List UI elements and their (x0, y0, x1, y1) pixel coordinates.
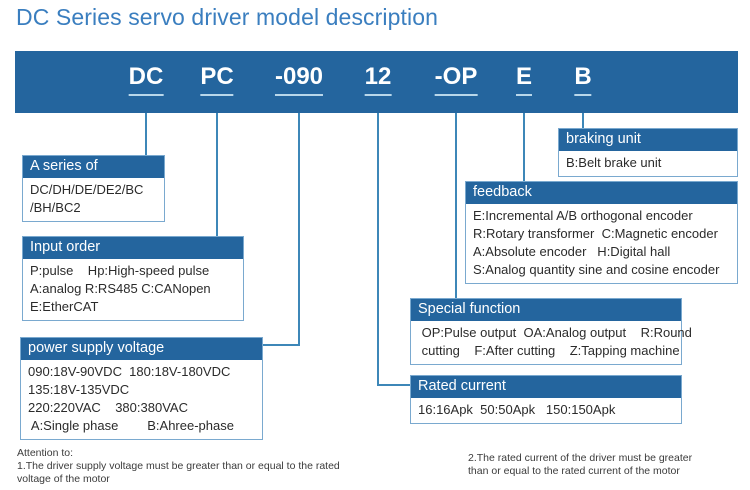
connector-rated-current-vertical (377, 113, 379, 386)
callout-rated-current: Rated current 16:16Apk 50:50Apk 150:150A… (410, 375, 682, 424)
callout-line: A:Absolute encoder H:Digital hall (473, 244, 671, 259)
code-token-rated-current[interactable]: 12 (364, 63, 392, 96)
callout-line: A:analog R:RS485 C:CANopen (30, 281, 211, 296)
token-underline (128, 94, 164, 96)
page-title: DC Series servo driver model description (16, 4, 438, 30)
callout-series: A series of DC/DH/DE/DE2/BC /BH/BC2 (22, 155, 165, 222)
code-token-label: -090 (274, 63, 324, 90)
callout-input-order: Input order P:pulse Hp:High-speed pulse … (22, 236, 244, 321)
callout-header: Input order (23, 237, 243, 259)
callout-body: OP:Pulse output OA:Analog output R:Round… (411, 321, 692, 364)
model-code-banner: DC PC -090 12 -OP E B (15, 51, 738, 113)
callout-power-supply: power supply voltage 090:18V-90VDC 180:1… (20, 337, 263, 440)
callout-line: 220:220VAC 380:380VAC (28, 400, 188, 415)
code-token-label: E (515, 63, 533, 90)
callout-body: 16:16Apk 50:50Apk 150:150Apk (411, 398, 681, 423)
code-token-braking-unit[interactable]: B (574, 63, 592, 96)
code-token-label: 12 (364, 63, 392, 90)
token-underline (434, 94, 478, 96)
connector-power-supply-horizontal (263, 344, 300, 346)
callout-feedback: feedback E:Incremental A/B orthogonal en… (465, 181, 738, 284)
connector-special-function (455, 113, 457, 301)
callout-line: E:EtherCAT (30, 299, 99, 314)
code-token-input-order[interactable]: PC (200, 63, 234, 96)
callout-header: Rated current (411, 376, 681, 398)
code-token-series[interactable]: DC (128, 63, 164, 96)
callout-body: E:Incremental A/B orthogonal encoder R:R… (466, 204, 737, 283)
callout-line: 135:18V-135VDC (28, 382, 130, 397)
code-token-label: DC (128, 63, 164, 90)
callout-line: P:pulse Hp:High-speed pulse (30, 263, 210, 278)
callout-line: E:Incremental A/B orthogonal encoder (473, 208, 693, 223)
attention-note-left: Attention to: 1.The driver supply voltag… (17, 447, 340, 485)
callout-header: feedback (466, 182, 737, 204)
callout-header: braking unit (559, 129, 737, 151)
callout-special-function: Special function OP:Pulse output OA:Anal… (410, 298, 692, 365)
connector-input-order (216, 113, 218, 240)
token-underline (515, 94, 533, 96)
callout-body: 090:18V-90VDC 180:18V-180VDC 135:18V-135… (21, 360, 262, 439)
code-token-special-function[interactable]: -OP (434, 63, 478, 96)
connector-feedback (523, 113, 525, 182)
callout-header: A series of (23, 156, 164, 178)
callout-body: P:pulse Hp:High-speed pulse A:analog R:R… (23, 259, 243, 320)
code-token-power-supply[interactable]: -090 (274, 63, 324, 96)
callout-line: DC/DH/DE/DE2/BC (30, 182, 144, 197)
callout-line: A:Single phase B:Ahree-phase (28, 418, 234, 433)
callout-body: B:Belt brake unit (559, 151, 737, 176)
code-token-label: B (574, 63, 592, 90)
callout-header: power supply voltage (21, 338, 262, 360)
code-token-label: -OP (434, 63, 478, 90)
connector-braking-unit (582, 113, 584, 129)
token-underline (274, 94, 324, 96)
callout-line: cutting F:After cutting Z:Tapping machin… (418, 343, 680, 358)
token-underline (574, 94, 592, 96)
callout-line: B:Belt brake unit (566, 155, 662, 170)
callout-braking-unit: braking unit B:Belt brake unit (558, 128, 738, 177)
connector-rated-current-horizontal (377, 384, 410, 386)
code-token-label: PC (200, 63, 234, 90)
token-underline (364, 94, 392, 96)
connector-power-supply-vertical (298, 113, 300, 346)
token-underline (200, 94, 234, 96)
callout-body: DC/DH/DE/DE2/BC /BH/BC2 (23, 178, 164, 221)
callout-line: S:Analog quantity sine and cosine encode… (473, 262, 720, 277)
attention-note-right: 2.The rated current of the driver must b… (468, 452, 693, 477)
callout-line: OP:Pulse output OA:Analog output R:Round (418, 325, 692, 340)
callout-line: /BH/BC2 (30, 200, 81, 215)
callout-line: R:Rotary transformer C:Magnetic encoder (473, 226, 718, 241)
callout-line: 090:18V-90VDC 180:18V-180VDC (28, 364, 231, 379)
callout-line: 16:16Apk 50:50Apk 150:150Apk (418, 402, 616, 417)
connector-series (145, 113, 147, 161)
code-token-feedback[interactable]: E (515, 63, 533, 96)
callout-header: Special function (411, 299, 681, 321)
